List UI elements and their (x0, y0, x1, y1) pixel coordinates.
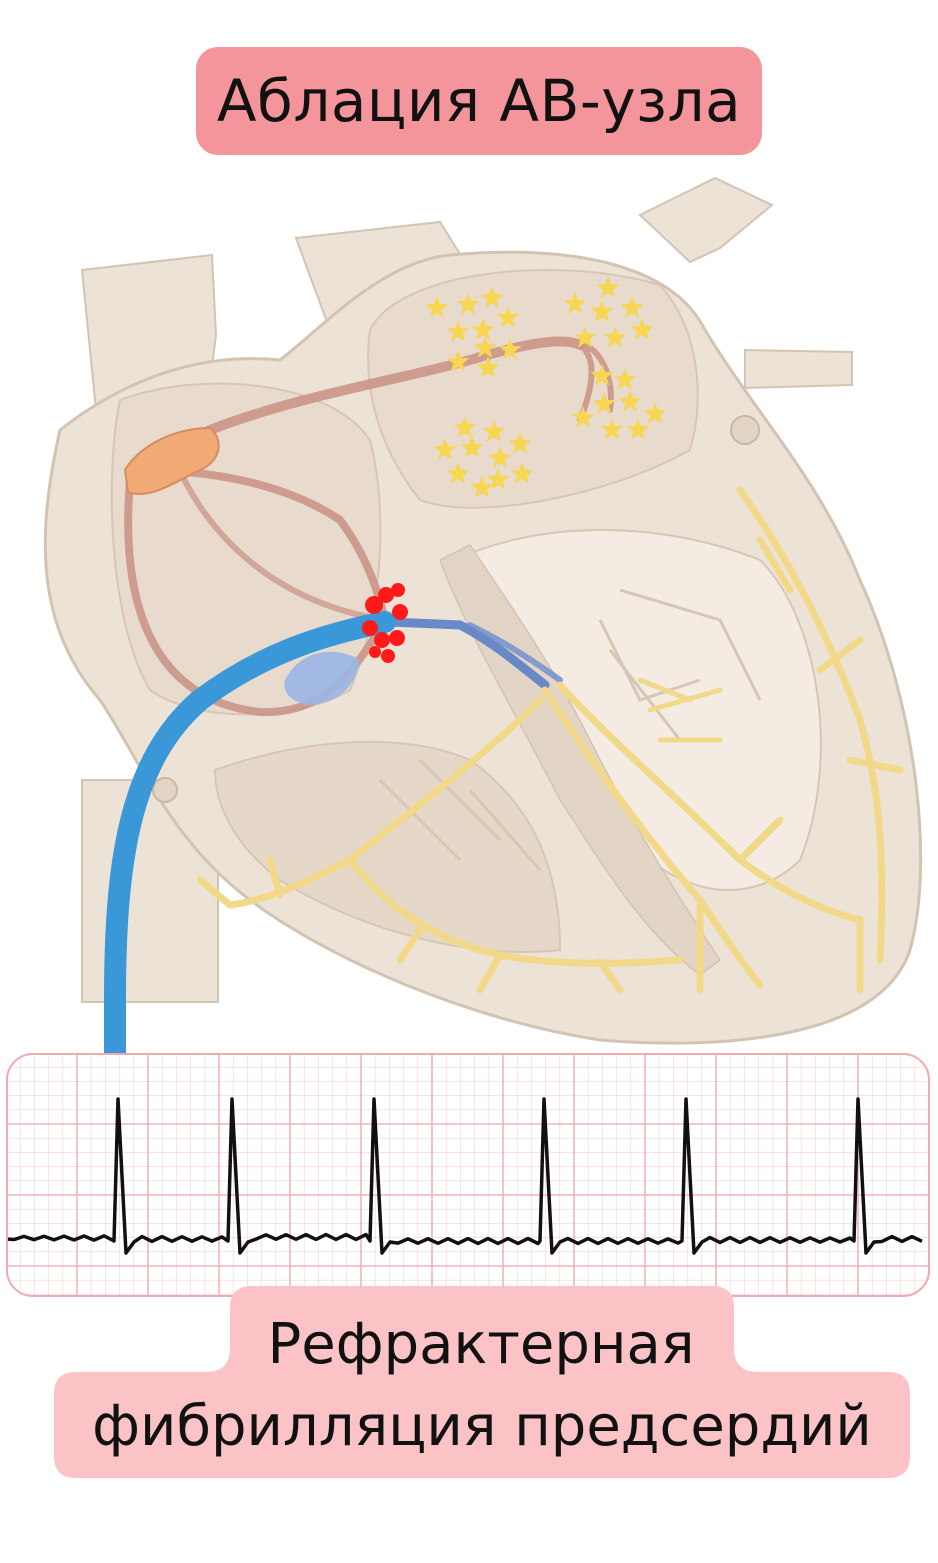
star-icon (510, 462, 534, 484)
ecg-strip (6, 1053, 930, 1297)
sa-node (123, 426, 220, 495)
star-icon (425, 296, 449, 318)
ecg-trace (6, 1097, 923, 1255)
star-icon (643, 402, 667, 424)
ablation-dot-icon (392, 604, 408, 620)
star-icon (571, 406, 595, 428)
ablation-dot-icon (378, 587, 394, 603)
ablation-dot-icon (365, 596, 383, 614)
star-icon (620, 296, 644, 318)
coronary-sinus (730, 415, 760, 445)
star-icon (486, 468, 510, 490)
star-icon (600, 418, 624, 440)
star-icon (630, 318, 654, 340)
ablation-dot-icon (362, 620, 378, 636)
title-badge: Аблация АВ-узла (196, 47, 762, 155)
star-icon (592, 392, 616, 414)
purkinje-fibers (196, 486, 904, 994)
star-icon (470, 476, 494, 498)
internodal-pathway-anterior (205, 336, 585, 435)
internodal-pathway-lower (172, 457, 388, 623)
star-icon (460, 436, 484, 458)
star-icon (433, 438, 457, 460)
star-icon (563, 292, 587, 314)
star-icon (446, 462, 470, 484)
star-icon (496, 306, 520, 328)
star-icon (590, 364, 614, 386)
star-icon (613, 368, 637, 390)
vessel-opening (152, 777, 178, 803)
star-icon (480, 286, 504, 308)
star-icon (596, 276, 620, 298)
star-icon (618, 390, 642, 412)
ablation-dot-icon (374, 632, 390, 648)
star-icon (456, 293, 480, 315)
ablation-dot-icon (381, 649, 395, 663)
star-icon (573, 326, 597, 348)
star-icon (488, 446, 512, 468)
ablation-dot-icon (389, 630, 405, 646)
left-bundle-branch (467, 622, 563, 683)
ecg-grid (6, 1053, 930, 1297)
heart-illustration (43, 176, 923, 1060)
caption-line-2: фибрилляция предсердий (92, 1394, 872, 1459)
ablation-dot-icon (391, 583, 405, 597)
tricuspid-region (284, 651, 360, 705)
star-icon (453, 416, 477, 438)
pulmonary-vein (744, 348, 853, 390)
star-icon (446, 350, 470, 372)
star-icon (498, 338, 522, 360)
his-bundle (385, 617, 550, 690)
star-icon (508, 432, 532, 454)
star-icon (482, 420, 506, 442)
catheter (104, 611, 396, 1060)
star-icon (473, 336, 497, 358)
star-icon (590, 300, 614, 322)
fibrillation-stars (425, 276, 667, 498)
ablation-dot-icon (369, 646, 381, 658)
star-icon (626, 418, 650, 440)
ablation-points (362, 583, 408, 663)
star-icon (603, 326, 627, 348)
valve-leaflets (378, 588, 762, 871)
star-icon (476, 356, 500, 378)
caption-line-1: Рефрактерная (267, 1312, 695, 1377)
pulmonary-artery (638, 176, 774, 264)
star-icon (471, 318, 495, 340)
diagram-title: Аблация АВ-узла (216, 67, 742, 135)
star-icon (446, 320, 470, 342)
